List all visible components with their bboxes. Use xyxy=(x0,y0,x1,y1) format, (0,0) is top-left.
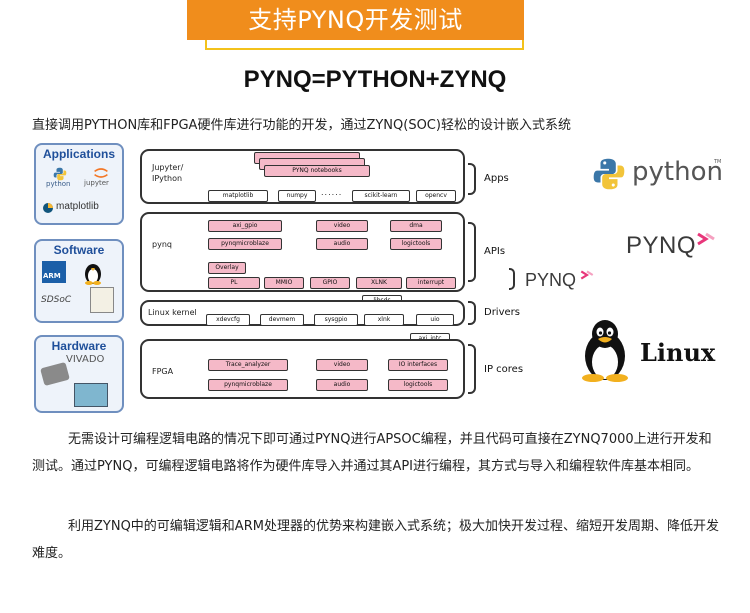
audio-api-chip: audio xyxy=(316,238,368,250)
io-interfaces-chip: IO interfaces xyxy=(388,359,448,371)
xlnk-chip: XLNK xyxy=(356,277,402,289)
chip-icon xyxy=(40,361,70,387)
video-api-chip: video xyxy=(316,220,368,232)
hardware-box: Hardware VIVADO xyxy=(34,335,124,413)
pynqmicroblaze-ip-chip: pynqmicroblaze xyxy=(208,379,288,391)
pynq-chevron-icon xyxy=(697,232,715,246)
applications-title: Applications xyxy=(42,147,115,161)
pynq-logo-small-text: PYNQ xyxy=(525,270,577,290)
matplotlib-mini-label: matplotlib xyxy=(56,201,99,212)
apps-tag: Apps xyxy=(484,173,509,184)
fpga-layer: FPGA Trace_analyzer video IO interfaces … xyxy=(140,339,465,399)
apps-brace xyxy=(468,163,476,195)
header-banner: 支持PYNQ开发测试 xyxy=(187,0,524,52)
python-logo: python TM xyxy=(592,155,723,195)
description-paragraph-1: 无需设计可编程逻辑电路的情况下即可通过PYNQ进行APSOC编程，并且代码可直接… xyxy=(32,432,712,474)
pynq-logo-large: PYNQ xyxy=(626,230,726,266)
mmio-chip: MMIO xyxy=(264,277,304,289)
xlnk-driver-chip: xlnk xyxy=(364,314,404,326)
page-title: PYNQ=PYTHON+ZYNQ xyxy=(243,66,507,93)
drivers-brace xyxy=(468,301,476,325)
pynqmicroblaze-api-chip: pynqmicroblaze xyxy=(208,238,282,250)
video-ip-chip: video xyxy=(316,359,368,371)
jupyter-mini-logo: jupyter xyxy=(82,167,120,189)
linux-kernel-layer: Linux kernel xdevcfg devmem sysgpio xlnk… xyxy=(140,300,465,326)
interrupt-chip: interrupt xyxy=(406,277,456,289)
pynq-small-brace xyxy=(509,268,515,290)
gpio-chip: GPIO xyxy=(310,277,350,289)
sdsoc-label: SDSoC xyxy=(41,295,72,305)
description-paragraph-2: 利用ZYNQ中的可编辑逻辑和ARM处理器的优势来构建嵌入式系统；极大加快开发过程… xyxy=(32,519,719,561)
python-tm-mark: TM xyxy=(714,159,722,165)
tux-mini-icon xyxy=(85,264,101,285)
apis-brace xyxy=(468,222,476,282)
python-logo-icon xyxy=(593,158,625,190)
pynq-layer: pynq axi_gpio video dma pynqmicroblaze a… xyxy=(140,212,465,292)
devmem-chip: devmem xyxy=(260,314,304,326)
vivado-label: VIVADO xyxy=(66,354,105,365)
python-logo-text: python xyxy=(632,157,723,187)
intro-text: 直接调用PYTHON库和FPGA硬件库进行功能的开发，通过ZYNQ(SOC)轻松… xyxy=(32,118,571,133)
axi-gpio-chip: axi_gpio xyxy=(208,220,282,232)
sdk-box-icon xyxy=(90,287,114,313)
ipython-layer-label: IPython xyxy=(152,174,183,183)
jupyter-mini-label: jupyter xyxy=(84,179,109,187)
matplotlib-chip: matplotlib xyxy=(208,190,268,202)
matplotlib-mini-logo: matplotlib xyxy=(42,201,122,217)
linux-kernel-label: Linux kernel xyxy=(148,308,197,317)
drivers-tag: Drivers xyxy=(484,307,520,318)
more-libs-dots: ...... xyxy=(321,188,343,197)
banner-title: 支持PYNQ开发测试 xyxy=(187,0,524,40)
software-box: Software ARM SDSoC xyxy=(34,239,124,323)
numpy-chip: numpy xyxy=(278,190,316,202)
opencv-chip: opencv xyxy=(416,190,456,202)
pynq-logo-large-text: PYNQ xyxy=(626,232,697,259)
dma-chip: dma xyxy=(390,220,442,232)
board-icon xyxy=(74,383,108,407)
trace-analyzer-chip: Trace_analyzer xyxy=(208,359,288,371)
ipcores-tag: IP cores xyxy=(484,364,524,375)
applications-box: Applications python jupyter matplotlib xyxy=(34,143,124,225)
pynq-layer-label: pynq xyxy=(152,240,172,249)
hardware-title: Hardware xyxy=(51,339,107,353)
ipcores-brace xyxy=(468,344,476,394)
pynq-notebooks-chip: PYNQ notebooks xyxy=(264,165,370,177)
software-title: Software xyxy=(53,243,105,257)
fpga-layer-label: FPGA xyxy=(152,367,174,376)
logictools-ip-chip: logictools xyxy=(388,379,448,391)
apps-layer: Jupyter/ IPython PYNQ notebooks matplotl… xyxy=(140,149,465,204)
apis-tag: APIs xyxy=(484,246,506,257)
audio-ip-chip: audio xyxy=(316,379,368,391)
arm-label: ARM xyxy=(43,272,61,280)
logictools-api-chip: logictools xyxy=(390,238,442,250)
linux-logo-text: Linux xyxy=(640,338,716,367)
uio-chip: uio xyxy=(416,314,454,326)
overlay-chip: Overlay xyxy=(208,262,246,274)
sysgpio-chip: sysgpio xyxy=(314,314,358,326)
jupyter-layer-label: Jupyter/ xyxy=(152,163,184,172)
python-snake-icon xyxy=(53,167,67,181)
tux-penguin-icon xyxy=(582,320,628,382)
scikit-learn-chip: scikit-learn xyxy=(352,190,410,202)
python-mini-label: python xyxy=(46,180,71,188)
jupyter-icon xyxy=(94,168,108,178)
pynq-small-chevron-icon xyxy=(580,270,594,280)
pynq-logo-small: PYNQ xyxy=(509,266,609,296)
xdevcfg-chip: xdevcfg xyxy=(206,314,250,326)
pl-chip: PL xyxy=(208,277,260,289)
python-mini-logo: python xyxy=(44,167,76,189)
arm-logo: ARM xyxy=(42,261,66,283)
linux-logo: Linux xyxy=(578,318,723,384)
matplotlib-icon xyxy=(43,203,53,213)
